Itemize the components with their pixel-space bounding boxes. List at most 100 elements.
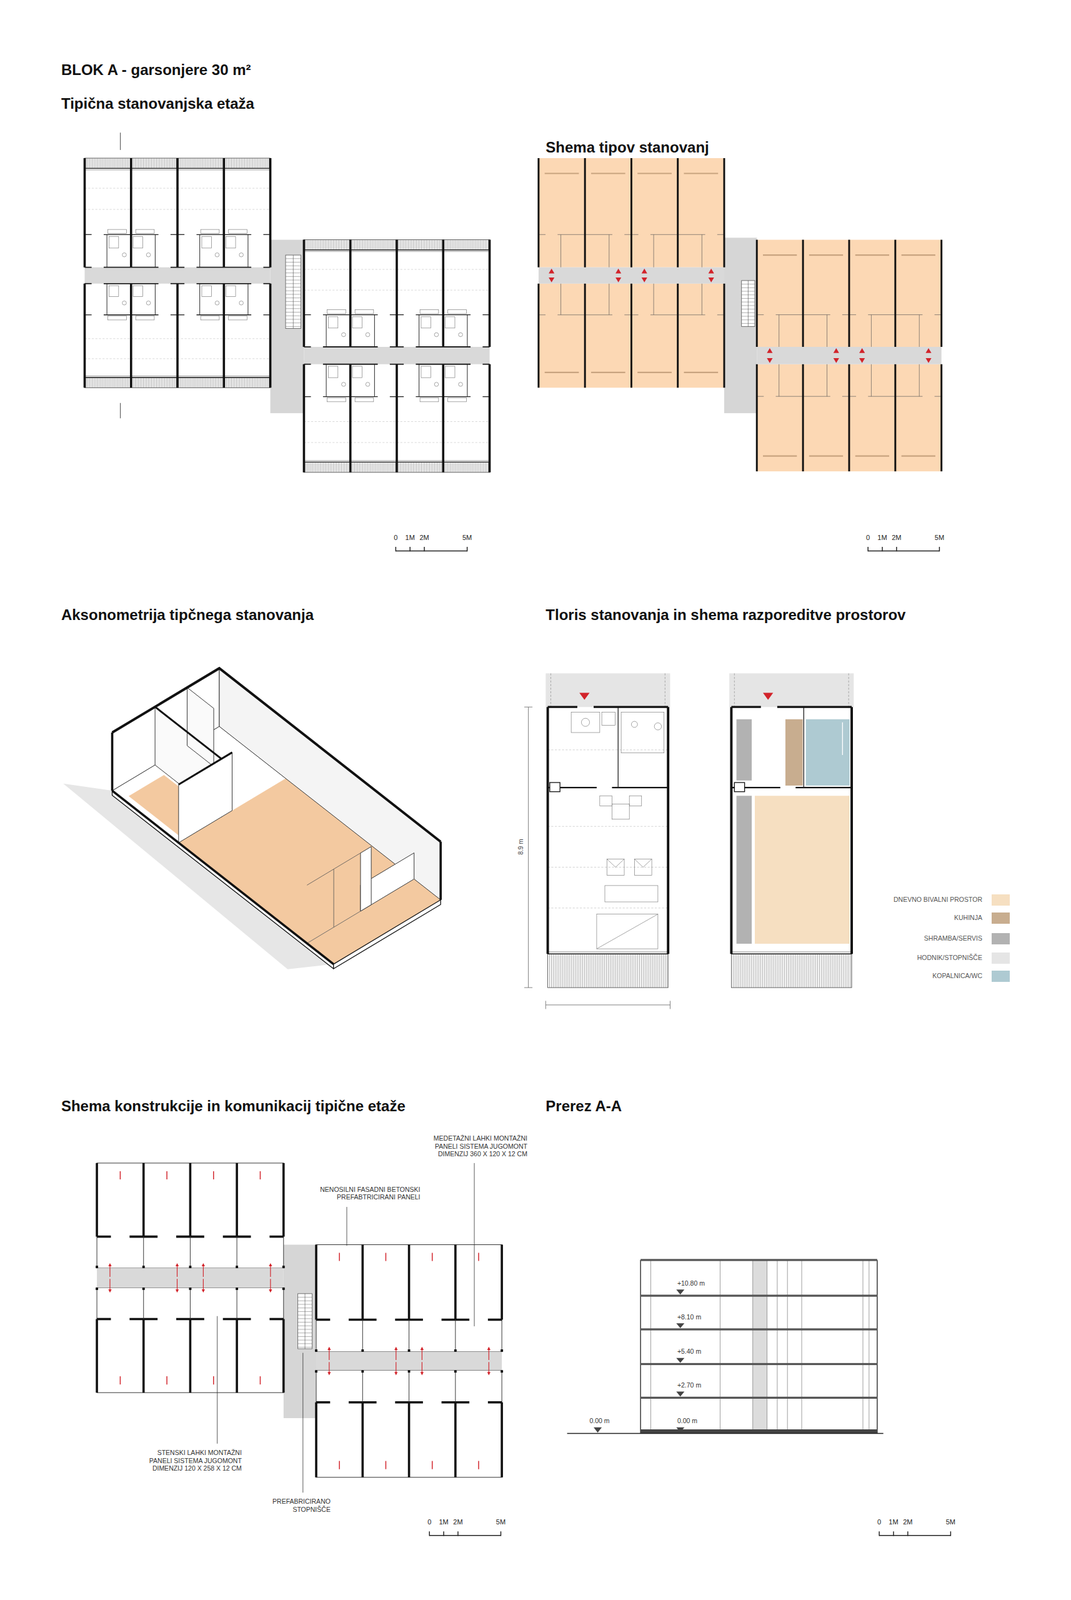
balcony-hatch — [455, 461, 457, 472]
balcony-hatch — [639, 953, 640, 988]
balcony-hatch — [664, 953, 666, 988]
balcony-hatch — [378, 461, 380, 472]
unit-plan — [524, 672, 670, 1009]
kitchen-counter — [354, 397, 374, 402]
balcony-hatch — [265, 158, 267, 169]
callout-label-slot: STENSKI LAHKI MONTAŽNI PANELI SISTEMA JU… — [136, 1448, 242, 1473]
level-label: +10.80 m — [677, 1279, 705, 1288]
balcony-hatch — [111, 377, 113, 388]
balcony-hatch — [411, 239, 412, 250]
level-label-slot: 0.00 m — [589, 1416, 610, 1425]
balcony-hatch — [811, 953, 813, 988]
seat-line — [634, 858, 652, 867]
dimension-label-slot: 8.9 m — [517, 838, 525, 855]
balcony-hatch — [119, 377, 121, 388]
wall-panel — [408, 1402, 411, 1478]
balcony-hatch — [141, 377, 142, 388]
partition-wall — [189, 1287, 191, 1319]
balcony-hatch — [309, 239, 311, 250]
balcony-hatch — [229, 158, 230, 169]
section-heading: Tipična stanovanjska etaža — [61, 94, 255, 113]
balcony-hatch — [193, 377, 195, 388]
balcony-hatch — [767, 953, 769, 988]
fixture — [352, 316, 362, 329]
balcony-hatch — [146, 377, 147, 388]
balcony-hatch — [170, 158, 172, 169]
balcony-hatch — [344, 461, 345, 472]
balcony-hatch — [556, 953, 558, 988]
balcony-rail — [762, 455, 797, 457]
balcony-hatch — [103, 377, 105, 388]
balcony-hatch — [338, 239, 339, 250]
party-wall — [129, 158, 133, 268]
balcony-hatch — [391, 239, 393, 250]
balcony-hatch — [439, 239, 440, 250]
balcony-hatch — [193, 158, 195, 169]
column — [361, 1369, 364, 1373]
scale-label-slot: 2M — [453, 1517, 463, 1526]
corridor-wall — [263, 283, 270, 285]
entrance-marker — [762, 692, 773, 700]
balcony-rail — [762, 254, 797, 256]
balcony-hatch — [339, 239, 340, 250]
panel-mark — [385, 1252, 387, 1261]
balcony-hatch — [436, 239, 437, 250]
block-ground — [84, 283, 270, 389]
column — [454, 1349, 457, 1352]
partition-wall — [584, 234, 613, 235]
access-arrow — [421, 1348, 423, 1360]
balcony-hatch — [411, 461, 412, 472]
partition-wall — [323, 396, 351, 397]
balcony-hatch — [813, 953, 815, 988]
kitchen-counter — [327, 397, 347, 402]
floor-plan-block — [538, 158, 725, 388]
balcony-hatch — [90, 377, 92, 388]
balcony-hatch — [95, 377, 97, 388]
balcony-hatch — [347, 461, 349, 472]
module-line — [547, 907, 669, 908]
balcony-hatch — [108, 377, 110, 388]
balcony-hatch — [646, 953, 648, 988]
entrance-marker — [579, 692, 590, 700]
balcony-hatch — [661, 953, 662, 988]
party-wall — [802, 364, 805, 472]
balcony-hatch — [437, 239, 439, 250]
balcony-hatch — [596, 953, 598, 988]
scale-label: 0 — [393, 533, 398, 542]
dashed-line — [734, 672, 735, 707]
balcony-hatch — [247, 158, 249, 169]
arrow-head — [268, 1289, 272, 1293]
balcony-hatch — [423, 239, 424, 250]
section-line — [766, 1259, 768, 1434]
balcony-hatch — [167, 158, 169, 169]
fixture — [214, 301, 220, 306]
partition-wall — [624, 314, 632, 315]
scale-label-slot: 0 — [427, 1517, 432, 1526]
balcony-hatch — [461, 239, 463, 250]
callout-label: PREFABRICIRANO STOPNIŠČE — [260, 1497, 331, 1513]
section-line — [776, 1259, 778, 1434]
balcony-hatch — [452, 239, 454, 250]
balcony-hatch — [641, 953, 642, 988]
level-marker — [676, 1427, 685, 1433]
partition-wall — [584, 314, 613, 315]
scale-bar — [395, 546, 467, 552]
balcony-hatch — [167, 377, 169, 388]
cut-wall — [112, 790, 334, 965]
section-line — [752, 1259, 753, 1434]
scale-tick — [867, 546, 868, 552]
balcony-hatch — [762, 953, 763, 988]
stair-line — [747, 280, 749, 327]
bed — [596, 914, 658, 950]
balcony-hatch — [87, 377, 89, 388]
wall-panel — [282, 1162, 285, 1237]
balcony-hatch — [385, 239, 387, 250]
balcony-hatch — [219, 377, 221, 388]
balcony-hatch — [383, 461, 385, 472]
balcony-hatch — [654, 953, 655, 988]
entrance-marker — [766, 348, 773, 354]
balcony-hatch — [373, 239, 375, 250]
fixture — [352, 366, 362, 378]
balcony-hatch — [195, 377, 197, 388]
